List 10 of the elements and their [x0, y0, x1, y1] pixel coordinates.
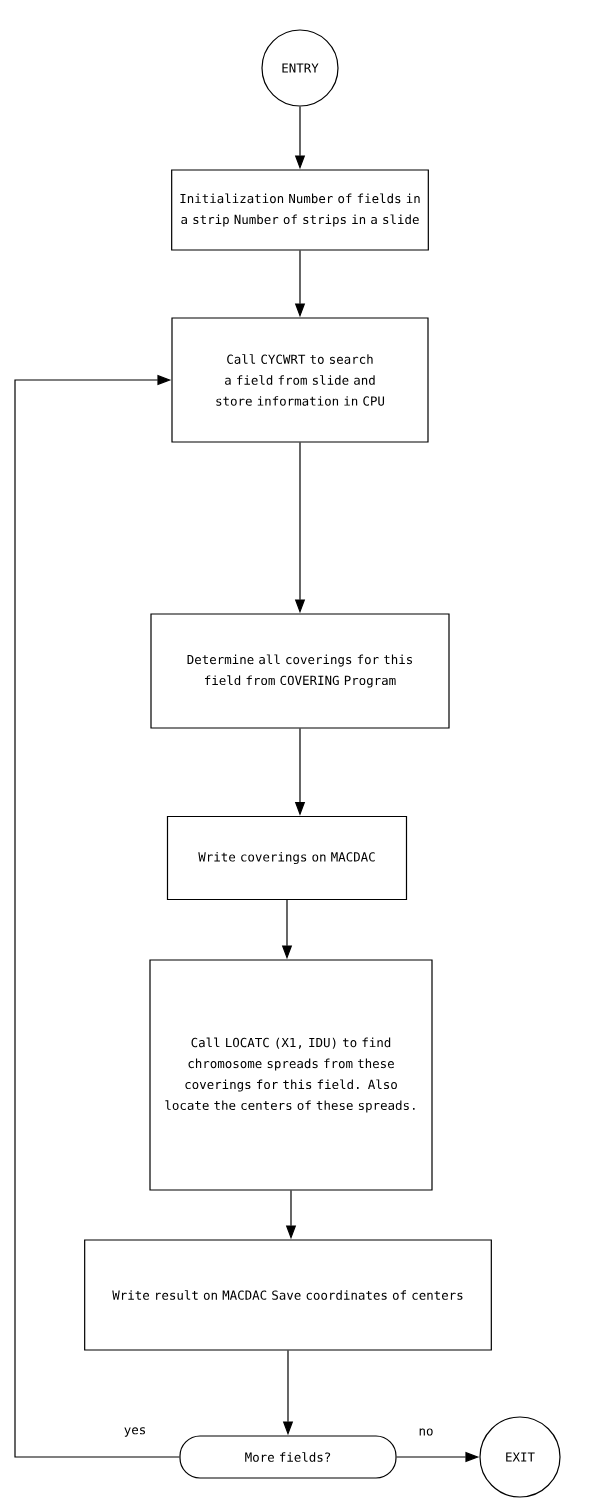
process-box: Call LOCATC (X1, IDU) to find chromosome spreads from these coverings for this field. Also locate the centers of these spreads. — [149, 959, 433, 1191]
edge-label: no — [419, 1428, 433, 1436]
decision-box: More fields? — [179, 1435, 397, 1479]
arrow — [14, 374, 180, 1458]
process-box: Write coverings on MACDAC — [166, 815, 408, 901]
process-box: Call CYCWRT to search a field from slide and store information in CPU — [171, 317, 429, 443]
edge-label: yes — [124, 1427, 145, 1437]
process-box: Write result on MACDAC Save coordinates of centers — [84, 1239, 492, 1351]
process-box: Initialization Number of fields in a strip Number of strips in a slide — [171, 169, 429, 251]
process-box: Determine all coverings for this field from COVERING Program — [150, 613, 450, 729]
